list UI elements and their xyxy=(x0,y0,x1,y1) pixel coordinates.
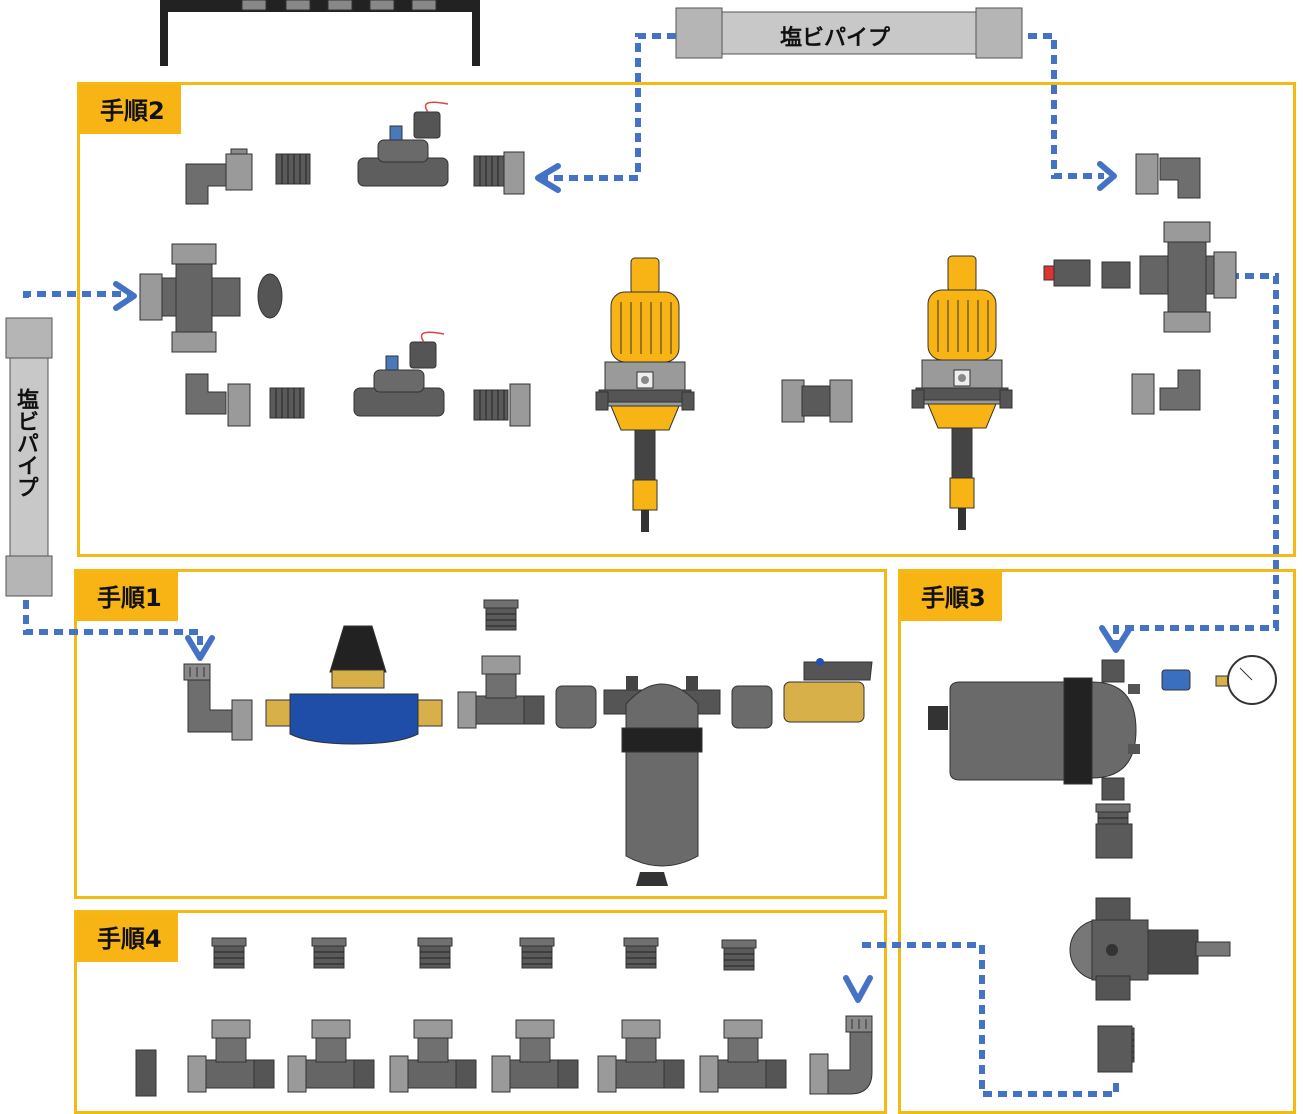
pvc-pipe-left xyxy=(5,317,53,597)
connector-arrowheads xyxy=(113,161,1133,1003)
cross-fitting-right xyxy=(1139,221,1237,333)
step4-parts xyxy=(135,937,873,1097)
water-meter xyxy=(265,625,443,745)
pvc-pipe-top xyxy=(675,7,1023,59)
pvc-pipe-left-label: 塩ビパイプ xyxy=(13,388,38,498)
filter-housing xyxy=(928,659,1140,801)
step3-parts xyxy=(928,655,1277,1073)
step1-panel: 手順1 xyxy=(74,569,887,899)
connector-lines xyxy=(23,33,1279,1097)
step2-panel: 手順2 xyxy=(77,82,1296,557)
step1-parts xyxy=(183,599,873,886)
step3-label: 手順3 xyxy=(901,572,1002,621)
cross-fitting-left xyxy=(139,243,241,353)
manifold-assembly xyxy=(160,0,480,66)
pressure-regulator xyxy=(1069,897,1231,1001)
step1-label: 手順1 xyxy=(77,572,178,621)
step2-parts xyxy=(139,101,1237,533)
disc-filter xyxy=(603,676,721,886)
pvc-pipe-top-label: 塩ビパイプ xyxy=(780,26,891,51)
step4-label: 手順4 xyxy=(77,913,178,962)
ball-valve xyxy=(783,658,873,723)
pressure-gauge xyxy=(1215,655,1277,705)
step2-label: 手順2 xyxy=(80,85,181,134)
